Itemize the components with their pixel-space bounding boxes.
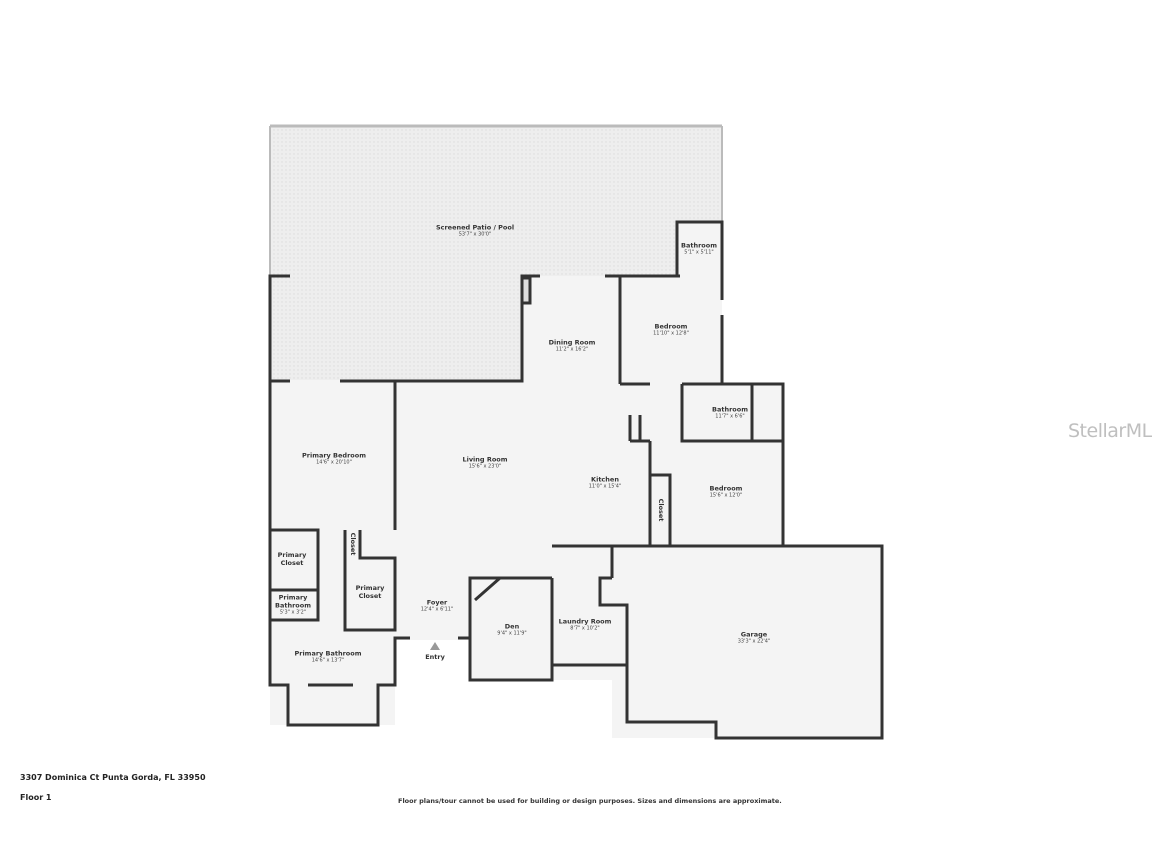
room-name: Laundry Room: [558, 617, 612, 626]
room-primary-closet-2: Primary Closet: [353, 584, 387, 600]
room-dims: 11'7" x 6'6": [715, 413, 745, 420]
room-name: Closet: [657, 498, 665, 522]
entry-label: Entry: [425, 653, 445, 661]
room-name: Primary Bedroom: [302, 451, 366, 460]
room-name: Garage: [740, 630, 768, 639]
room-closet-small: Closet: [349, 533, 357, 556]
room-name: Primary Closet: [277, 551, 307, 567]
room-dims: 15'6" x 12'0": [709, 492, 743, 499]
watermark-logo: StellarMLS: [1068, 420, 1152, 442]
room-dims: 33'3" x 22'4": [737, 638, 771, 645]
room-name: Living Room: [462, 455, 508, 464]
disclaimer: Floor plans/tour cannot be used for buil…: [398, 797, 782, 805]
room-closet-e: Closet: [657, 499, 665, 522]
floor-label: Floor 1: [20, 793, 52, 802]
entry-arrow-icon: [430, 642, 440, 650]
room-dims: 53'7" x 30'0": [458, 231, 492, 238]
room-dims: 9'4" x 11'9": [497, 630, 527, 637]
room-name: Bedroom: [654, 322, 688, 331]
room-primary-closet-1: Primary Closet: [275, 551, 309, 567]
room-dims: 5'3" x 3'2": [279, 609, 307, 616]
room-name: Den: [504, 622, 520, 631]
room-dims: 12'4" x 6'11": [420, 606, 454, 613]
room-name: Dining Room: [548, 338, 596, 347]
room-name: Primary Closet: [355, 584, 385, 600]
room-name: Screened Patio / Pool: [435, 223, 515, 232]
room-dims: 5'1" x 5'11": [684, 249, 714, 256]
room-dims: 14'6" x 13'7": [311, 657, 345, 664]
room-dims: 11'2" x 16'2": [555, 346, 589, 353]
room-name: Bathroom: [681, 241, 717, 250]
room-dims: 15'6" x 23'0": [468, 463, 502, 470]
patio-floor: [270, 127, 722, 380]
room-dims: 11'10" x 12'8": [653, 330, 689, 337]
room-name: Bedroom: [709, 484, 743, 493]
room-name: Foyer: [426, 598, 448, 607]
address: 3307 Dominica Ct Punta Gorda, FL 33950: [20, 773, 206, 782]
room-dims: 14'6" x 20'10": [316, 459, 352, 466]
room-name: Primary Bathroom: [294, 649, 362, 658]
room-name: Kitchen: [591, 475, 619, 484]
walls: [268, 220, 884, 740]
room-name: Closet: [349, 532, 357, 556]
room-name: Bathroom: [712, 405, 748, 414]
interior-floor: [270, 222, 882, 738]
room-dims: 8'7" x 10'2": [570, 625, 600, 632]
room-name: Primary Bathroom: [275, 593, 311, 610]
room-name: Entry: [425, 653, 445, 661]
room-dims: 11'0" x 15'4": [588, 483, 622, 490]
